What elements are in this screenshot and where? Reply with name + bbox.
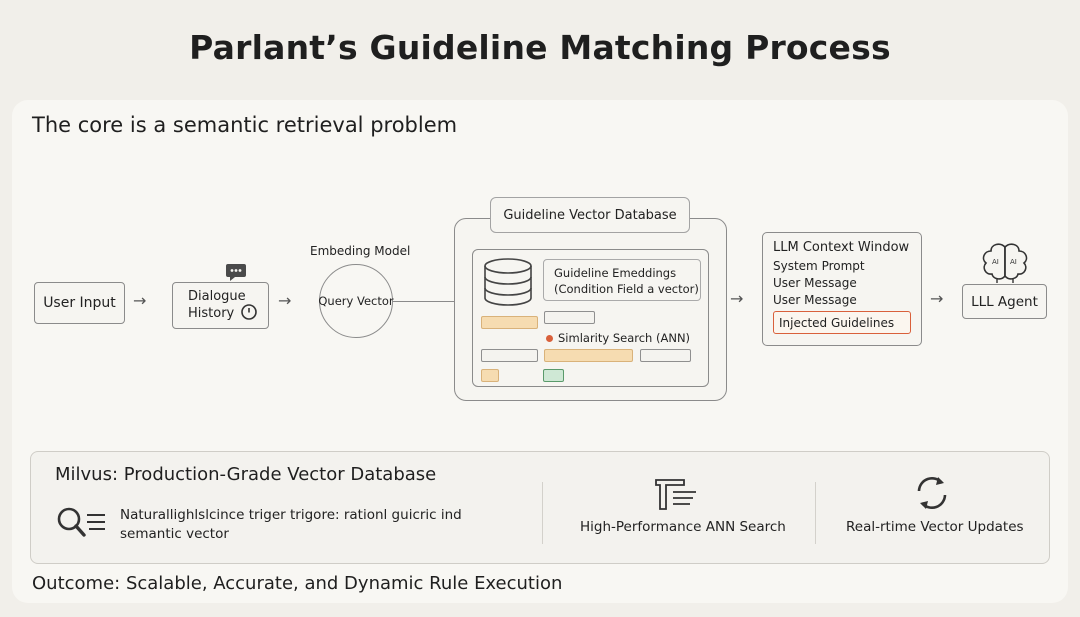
user-input-label: User Input (43, 295, 116, 311)
brain-icon: AI AI (979, 242, 1031, 284)
connector-line (393, 301, 455, 302)
query-vector-circle: Query Vector (318, 264, 394, 338)
dialogue-history-line1: Dialogue (188, 289, 246, 304)
subtitle: The core is a semantic retrieval problem (32, 113, 458, 137)
outcome-text: Outcome: Scalable, Accurate, and Dynamic… (32, 573, 563, 594)
user-input-box: User Input (34, 282, 125, 324)
vector-bar (543, 369, 564, 382)
svg-text:AI: AI (1010, 258, 1017, 266)
milvus-panel (30, 451, 1050, 564)
guideline-embeddings-line2: (Condition Field a vector) (554, 282, 699, 296)
embedding-model-label: Embeding Model (310, 244, 411, 258)
page-title: Parlant’s Guideline Matching Process (189, 28, 891, 67)
vector-bar (640, 349, 691, 362)
arrow-2: → (278, 291, 292, 310)
vector-bar (544, 349, 633, 362)
vector-bar (544, 311, 595, 324)
arrow-1: → (133, 291, 147, 310)
context-item: User Message (773, 293, 857, 307)
arrow-3: → (730, 289, 744, 308)
divider (542, 482, 543, 544)
context-item: System Prompt (773, 259, 865, 273)
dialogue-history-box: Dialogue History (172, 282, 269, 329)
dialogue-history-line2: History (188, 306, 235, 321)
guideline-embeddings-box: Guideline Emeddings (Condition Field a v… (543, 259, 701, 301)
divider (815, 482, 816, 544)
milvus-title: Milvus: Production-Grade Vector Database (55, 464, 437, 485)
agent-label: LLL Agent (971, 293, 1038, 310)
context-item: User Message (773, 276, 857, 290)
chat-bubble-icon (224, 260, 248, 284)
refresh-icon (912, 474, 952, 512)
feature-vector-updates: Real-rtime Vector Updates (846, 519, 1024, 535)
feature-text-line1: Naturallighlslcince triger trigore: rati… (120, 507, 462, 523)
filter-lines-icon (653, 476, 699, 512)
vector-database-title: Guideline Vector Database (503, 207, 677, 223)
feature-text-line2: semantic vector (120, 526, 229, 542)
injected-guidelines-label: Injected Guidelines (779, 315, 895, 330)
vector-bar (481, 349, 538, 362)
guideline-embeddings-line1: Guideline Emeddings (554, 266, 677, 280)
search-list-icon (55, 505, 109, 541)
agent-box: LLL Agent (962, 284, 1047, 319)
injected-guidelines-box: Injected Guidelines (773, 311, 911, 334)
feature-ann-search: High-Performance ANN Search (580, 519, 786, 535)
vector-bar (481, 316, 538, 329)
database-icon (481, 257, 535, 307)
query-vector-label: Query Vector (318, 294, 394, 308)
svg-text:AI: AI (992, 258, 999, 266)
llm-context-window-box: LLM Context Window System Prompt User Me… (762, 232, 922, 346)
clock-icon (240, 303, 258, 321)
vector-bar (481, 369, 499, 382)
vector-database-title-box: Guideline Vector Database (490, 197, 690, 233)
similarity-search-label: Simlarity Search (ANN) (558, 331, 691, 345)
arrow-4: → (930, 289, 944, 308)
llm-context-title: LLM Context Window (773, 240, 910, 255)
search-dot-icon (546, 335, 553, 342)
